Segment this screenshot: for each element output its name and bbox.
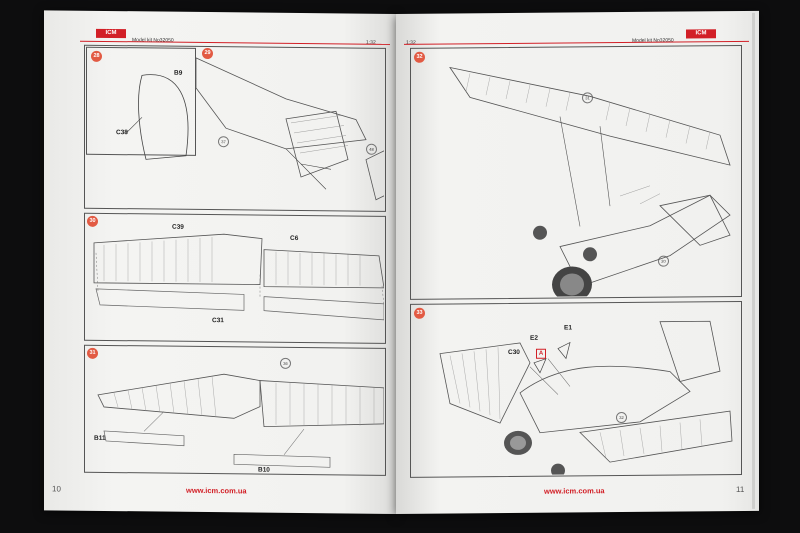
- page-stack-edge: [752, 12, 755, 509]
- right-footer-url: www.icm.com.ua: [544, 486, 605, 496]
- biplane-drawing-33: [439, 320, 733, 476]
- icm-logo: ICM: [96, 28, 126, 39]
- right-page-number: 11: [736, 484, 745, 495]
- left-page-number: 10: [52, 484, 61, 494]
- lower-wing-drawing-31: [97, 373, 384, 468]
- icm-logo-right: ICM: [686, 29, 716, 39]
- right-page: 1:32 Model kit No32050 ICM 32 31 20 33 E…: [396, 10, 759, 514]
- left-footer-url: www.icm.com.ua: [186, 485, 247, 496]
- biplane-drawing-32: [449, 66, 731, 298]
- header-rule-right: [404, 40, 749, 45]
- fuselage-drawing-29: [125, 57, 384, 201]
- upper-wing-drawing-30: [93, 233, 384, 321]
- instruction-booklet: ICM Model kit No32050 1:32 28 29 B9 C38 …: [44, 10, 759, 515]
- left-page: ICM Model kit No32050 1:32 28 29 B9 C38 …: [44, 10, 396, 515]
